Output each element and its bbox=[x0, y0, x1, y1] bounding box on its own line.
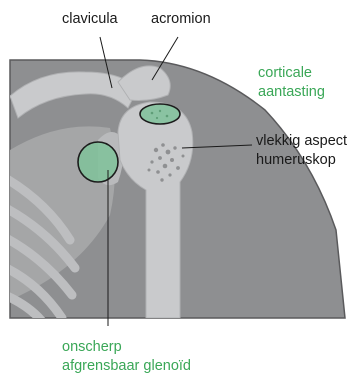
glenoid-label-line2: afgrensbaar glenoïd bbox=[62, 357, 191, 375]
cortical-label-line2: aantasting bbox=[258, 83, 325, 101]
clavicula-label: clavicula bbox=[62, 10, 118, 28]
cortical-lesion-marker bbox=[140, 104, 180, 124]
humeral-label-line2: humeruskop bbox=[256, 151, 336, 169]
acromion-label: acromion bbox=[151, 10, 211, 28]
glenoid-label-line1: onscherp bbox=[62, 338, 122, 356]
humeral-label-line1: vlekkig aspect bbox=[256, 132, 347, 150]
cortical-label-line1: corticale bbox=[258, 64, 312, 82]
glenoid-lesion-marker bbox=[78, 142, 118, 182]
